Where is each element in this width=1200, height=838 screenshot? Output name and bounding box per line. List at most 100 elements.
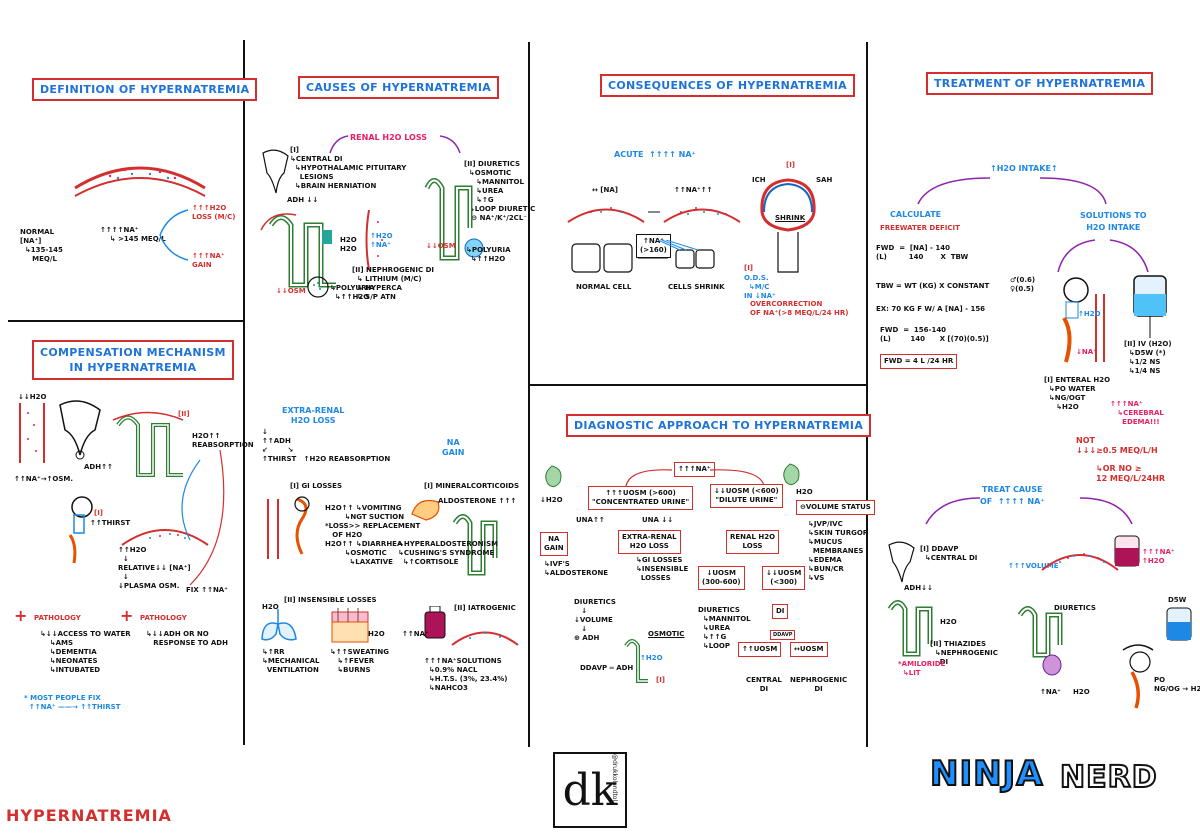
causes-gi-list: H2O↑↑ ↳VOMITING ↳NGT SUCTION *LOSS>> REP… <box>325 504 421 566</box>
causes-central: [I] ↳CENTRAL DI ↳HYPOTHALAMIC PITUITARY … <box>290 146 407 190</box>
causes-osm: ↓↓OSM <box>276 287 306 295</box>
treat-h2o-small: ↑H2O <box>1078 310 1101 318</box>
diag-di: DI <box>772 604 789 619</box>
dk-logo: dk <box>553 752 627 828</box>
plus-icon-1: + <box>14 606 28 625</box>
def-normal: NORMAL [NA⁺] ↳135-145 MEQ/L <box>20 228 63 263</box>
treat-enteral: [I] ENTERAL H2O ↳PO WATER ↳NG/OGT ↳H2O <box>1044 376 1111 411</box>
diag-h2o-l: ↓H2O <box>540 496 563 504</box>
consequences-title: CONSEQUENCES OF HYPERNATREMIA <box>600 74 855 97</box>
comp-relative: ↑↑H2O ↓ RELATIVE↓↓ [NA⁺] ↓ ↓PLASMA OSM. <box>118 546 191 590</box>
causes-nephro: [II] NEPHROGENIC DI ↳ LITHIUM (M/C) ↳ HY… <box>352 266 434 301</box>
plus-icon-2: + <box>120 606 134 625</box>
causes-polyuria: ↳POLYURIA ↳↑↑H2O <box>330 284 375 301</box>
iv-bag-icon <box>424 606 446 639</box>
hypothalamus-icon <box>59 400 101 460</box>
diag-ddavp-small: DDAVP <box>770 630 796 640</box>
gi-person-icon <box>267 496 310 559</box>
causes-adh-low: ADH ↓↓ <box>287 196 319 204</box>
cons-tag-i: [I] <box>744 264 754 272</box>
branch-arrows-icon <box>159 209 189 261</box>
def-high: ↑↑↑↑NA⁺ ↳ >145 MEQ/L <box>100 226 166 243</box>
brain-pituitary-icon <box>262 149 289 194</box>
diag-volume-list: ↳JVP/IVC ↳SKIN TURGOR ↳MUCUS MEMBRANES ↳… <box>808 520 869 582</box>
h2o-lungs: H2O <box>262 603 279 611</box>
comp-path1-label: PATHOLOGY <box>34 614 81 622</box>
diag-osm-list: DIURETICS ↳MANNITOL ↳UREA ↳↑↑G ↳LOOP <box>698 606 751 650</box>
divider-2 <box>528 42 530 747</box>
diag-tag-i: [I] <box>656 676 666 684</box>
treat-cause: TREAT CAUSE OF ↑↑↑↑ NA⁺ <box>980 485 1045 506</box>
iv-bag-icon <box>1114 535 1140 567</box>
diag-nephro: NEPHROGENIC DI <box>790 676 848 693</box>
cons-sah: SAH <box>816 176 833 184</box>
diagnostic-title: DIAGNOSTIC APPROACH TO HYPERNATREMIA <box>566 414 872 437</box>
diag-uosm1: ↓UOSM (300-600) <box>698 566 745 590</box>
comp-path2-list: ↳↓↓ADH OR NO RESPONSE TO ADH <box>146 630 228 647</box>
comp-tag-ii: [II] <box>178 410 190 418</box>
comp-h2o: ↓↓H2O <box>18 393 47 401</box>
treat-not: NOT ↓↓↓≥0.5 MEQ/L/H <box>1076 436 1158 455</box>
page-title: HYPERNATREMIA <box>6 806 172 825</box>
treat-bot-na: ↑NA⁺ H2O <box>1040 688 1090 696</box>
diag-diuretics-label: DIURETICS ↓ ↓VOLUME ↓ ⊕ ADH <box>574 598 616 642</box>
treat-arrows-icon <box>917 177 1107 205</box>
lungs-icon <box>261 609 297 641</box>
diag-h2o-r: H2O <box>796 488 813 496</box>
iv-bag-icon <box>1133 275 1167 338</box>
causes-iatro-list: ↑↑↑NA⁺SOLUTIONS ↳0.9% NACL ↳H.T.S. (3%, … <box>424 657 508 692</box>
ninja-nerd-logo-nerd: NERD <box>1059 759 1158 796</box>
person-drinking-icon <box>68 496 93 564</box>
diag-uosm-up: ↑↑UOSM <box>738 642 782 657</box>
person-icon <box>1122 644 1154 709</box>
diag-extra: EXTRA-RENAL H2O LOSS <box>618 530 681 554</box>
divider-1 <box>243 40 245 745</box>
causes-extra-sub: ↓ ↑↑ADH ↙ ↘ ↑THIRST ↑H2O REABSORPTION <box>262 428 391 463</box>
treat-fwd-label: FREEWATER DEFICIT <box>880 224 960 232</box>
treat-intake: ↑H2O INTAKE↑ <box>990 164 1058 173</box>
comp-adh: ADH↑↑ <box>84 463 113 471</box>
diag-extra-list: ↳GI LOSSES ↳INSENSIBLE LOSSES <box>636 556 689 582</box>
causes-diuretics: [II] DIURETICS ↳OSMOTIC ↳MANNITOL ↳UREA … <box>464 160 536 222</box>
renal-arrows-icon <box>329 135 461 154</box>
treat-tbw-eq: TBW = WT (KG) X CONSTANT <box>876 282 990 290</box>
comp-path2-label: PATHOLOGY <box>140 614 187 622</box>
comp-tag-i: [I] <box>94 509 104 517</box>
cons-ich: ICH <box>752 176 766 184</box>
treat-na-h2o: ↑↑↑NA⁺ ↑H2O <box>1142 548 1175 565</box>
definition-title: DEFINITION OF HYPERNATREMIA <box>32 78 258 101</box>
vessel-icon <box>1041 553 1119 571</box>
cons-brain-out: O.D.S. ↳M/C IN ↓NA⁺ <box>744 274 776 300</box>
def-out1: ↑↑↑H2O LOSS (M/C) <box>192 204 236 221</box>
diag-una-l: UNA↑↑ <box>576 516 605 524</box>
diag-arrows-icon <box>625 469 765 487</box>
brain-pituitary-icon <box>888 541 915 583</box>
vessel-icon <box>74 166 206 197</box>
kidney-icon <box>545 465 562 488</box>
treat-thiazides: [II] THIAZIDES ↳NEPHROGENIC DI <box>930 640 998 666</box>
vessel-icon <box>451 631 519 646</box>
h2o-label-1: H2O H2O <box>340 236 357 253</box>
vessels-pair-icon <box>567 207 741 223</box>
diag-una-r: UNA ↓↓ <box>642 516 674 524</box>
cons-na-high: ↑↑NA⁺↑↑ <box>674 186 713 194</box>
diag-volume: ⊖VOLUME STATUS <box>796 500 875 515</box>
vessel-wall-icon <box>365 210 383 270</box>
vessel-wall-icon <box>19 403 45 463</box>
adrenal-icon <box>411 499 440 521</box>
nephron-icon <box>452 514 498 576</box>
causes-gi: [I] GI LOSSES <box>290 482 342 490</box>
treat-diuretics: DIURETICS <box>1054 604 1096 612</box>
causes-losm: ↓↓OSM <box>426 242 456 250</box>
compensation-title: COMPENSATION MECHANISM IN HYPERNATREMIA <box>32 340 234 380</box>
treat-d5w: D5W <box>1168 596 1187 604</box>
treat-iv: [II] IV (H2O) ↳D5W (*) ↳1/2 NS ↳1/4 NS <box>1124 340 1172 375</box>
ninja-nerd-logo: NINJA <box>929 753 1044 795</box>
comp-note: * MOST PEOPLE FIX ↑↑NA⁺ ——→ ↑↑THIRST <box>24 694 121 711</box>
nephron-icon <box>624 639 648 683</box>
treat-or: ↳OR NO ≥ 12 MEQ/L/24HR <box>1096 464 1166 483</box>
dk-handle: @drukkolandtol <box>611 754 618 802</box>
cons-normal-cell: NORMAL CELL <box>576 283 632 291</box>
h2o-treat: H2O <box>940 618 957 626</box>
divider-cons <box>528 384 868 386</box>
